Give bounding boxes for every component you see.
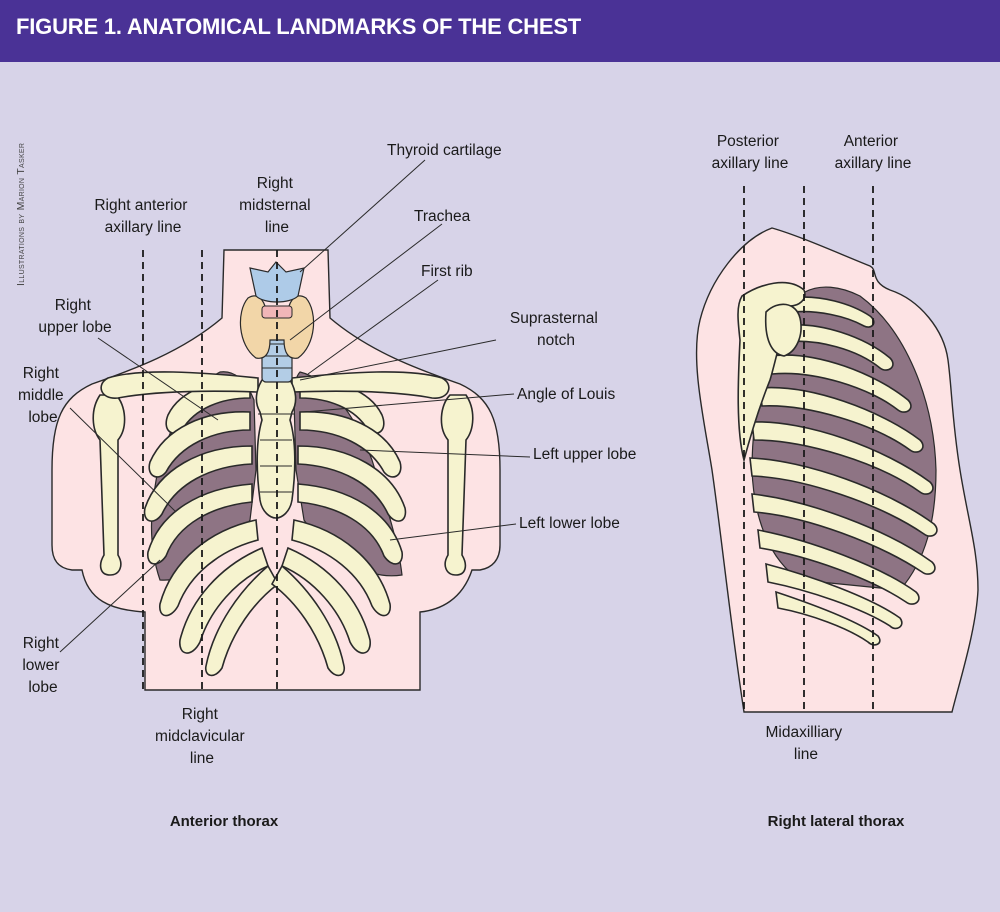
- anterior-thorax-drawing: [51, 159, 531, 692]
- scapula: [737, 281, 806, 464]
- label-suprasternal-notch: Suprasternal notch: [510, 310, 602, 349]
- left-clavicle: [291, 371, 450, 399]
- label-left-lower-lobe: Left lower lobe: [519, 515, 620, 532]
- left-ribs: [270, 379, 407, 677]
- label-right-upper-lobe: Right upper lobe: [38, 297, 111, 336]
- label-right-lower-lobe: Right lower lobe: [22, 635, 63, 696]
- humeral-head: [764, 303, 802, 357]
- right-arm-bone: [92, 394, 126, 576]
- label-trachea: Trachea: [414, 208, 471, 225]
- label-midaxilliary-line: Midaxilliary line: [766, 724, 847, 763]
- right-clavicle: [100, 371, 259, 399]
- label-first-rib: First rib: [421, 263, 473, 280]
- lateral-thorax-drawing: [695, 186, 979, 714]
- label-right-middle-lobe: Right middle lobe: [18, 365, 68, 426]
- figure-title: FIGURE 1. ANATOMICAL LANDMARKS OF THE CH…: [16, 14, 582, 39]
- label-thyroid-cartilage: Thyroid cartilage: [387, 142, 502, 159]
- header-bar: FIGURE 1. ANATOMICAL LANDMARKS OF THE CH…: [0, 0, 1000, 62]
- left-arm-bone: [440, 394, 474, 576]
- thyroid-cartilage-drawing: [249, 261, 305, 303]
- label-angle-of-louis: Angle of Louis: [517, 386, 615, 403]
- label-anterior-axillary-line: Anterior axillary line: [835, 133, 912, 172]
- lateral-ribs: [749, 296, 938, 646]
- caption-anterior-thorax: Anterior thorax: [170, 813, 279, 830]
- label-right-anterior-axillary-line: Right anterior axillary line: [94, 197, 191, 236]
- label-right-midsternal-line: Right midsternal line: [239, 175, 315, 236]
- label-left-upper-lobe: Left upper lobe: [533, 446, 636, 463]
- label-posterior-axillary-line: Posterior axillary line: [712, 133, 789, 172]
- sternum: [255, 379, 297, 519]
- caption-right-lateral-thorax: Right lateral thorax: [768, 813, 905, 830]
- label-right-midclavicular-line: Right midclavicular line: [155, 706, 249, 767]
